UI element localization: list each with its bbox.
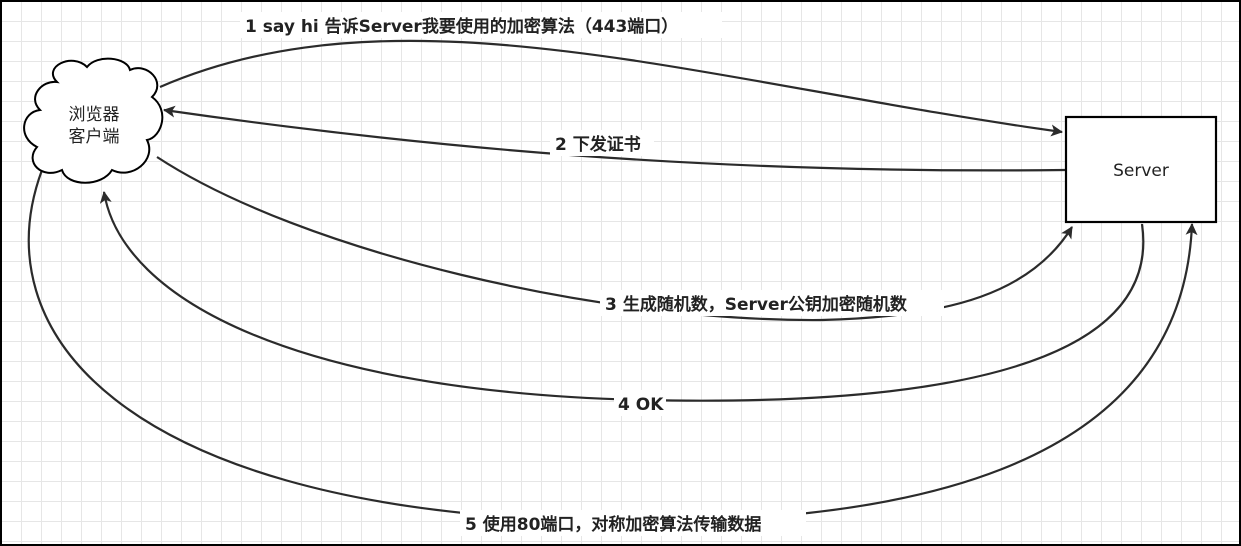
server-node: Server — [1064, 115, 1218, 224]
edge-1-label: 1 say hi 告诉Server我要使用的加密算法（443端口） — [245, 16, 678, 37]
server-label: Server — [1113, 161, 1169, 181]
edge-5-symmetric — [27, 169, 1198, 523]
client-label-line2: 客户端 — [69, 127, 120, 147]
edge-2-label: 2 下发证书 — [555, 134, 641, 155]
edge-1-say-hi — [159, 39, 1063, 137]
cloud-shape — [23, 57, 164, 184]
edge-3-label: 3 生成随机数，Server公钥加密随机数 — [605, 294, 908, 315]
client-node: 浏览器 客户端 — [23, 57, 164, 184]
client-label-line1: 浏览器 — [69, 105, 120, 125]
edge-4-label: 4 OK — [618, 395, 664, 415]
edge-3-random-number — [156, 156, 1073, 322]
edge-5-label: 5 使用80端口，对称加密算法传输数据 — [465, 514, 761, 535]
server-box — [1064, 115, 1218, 224]
